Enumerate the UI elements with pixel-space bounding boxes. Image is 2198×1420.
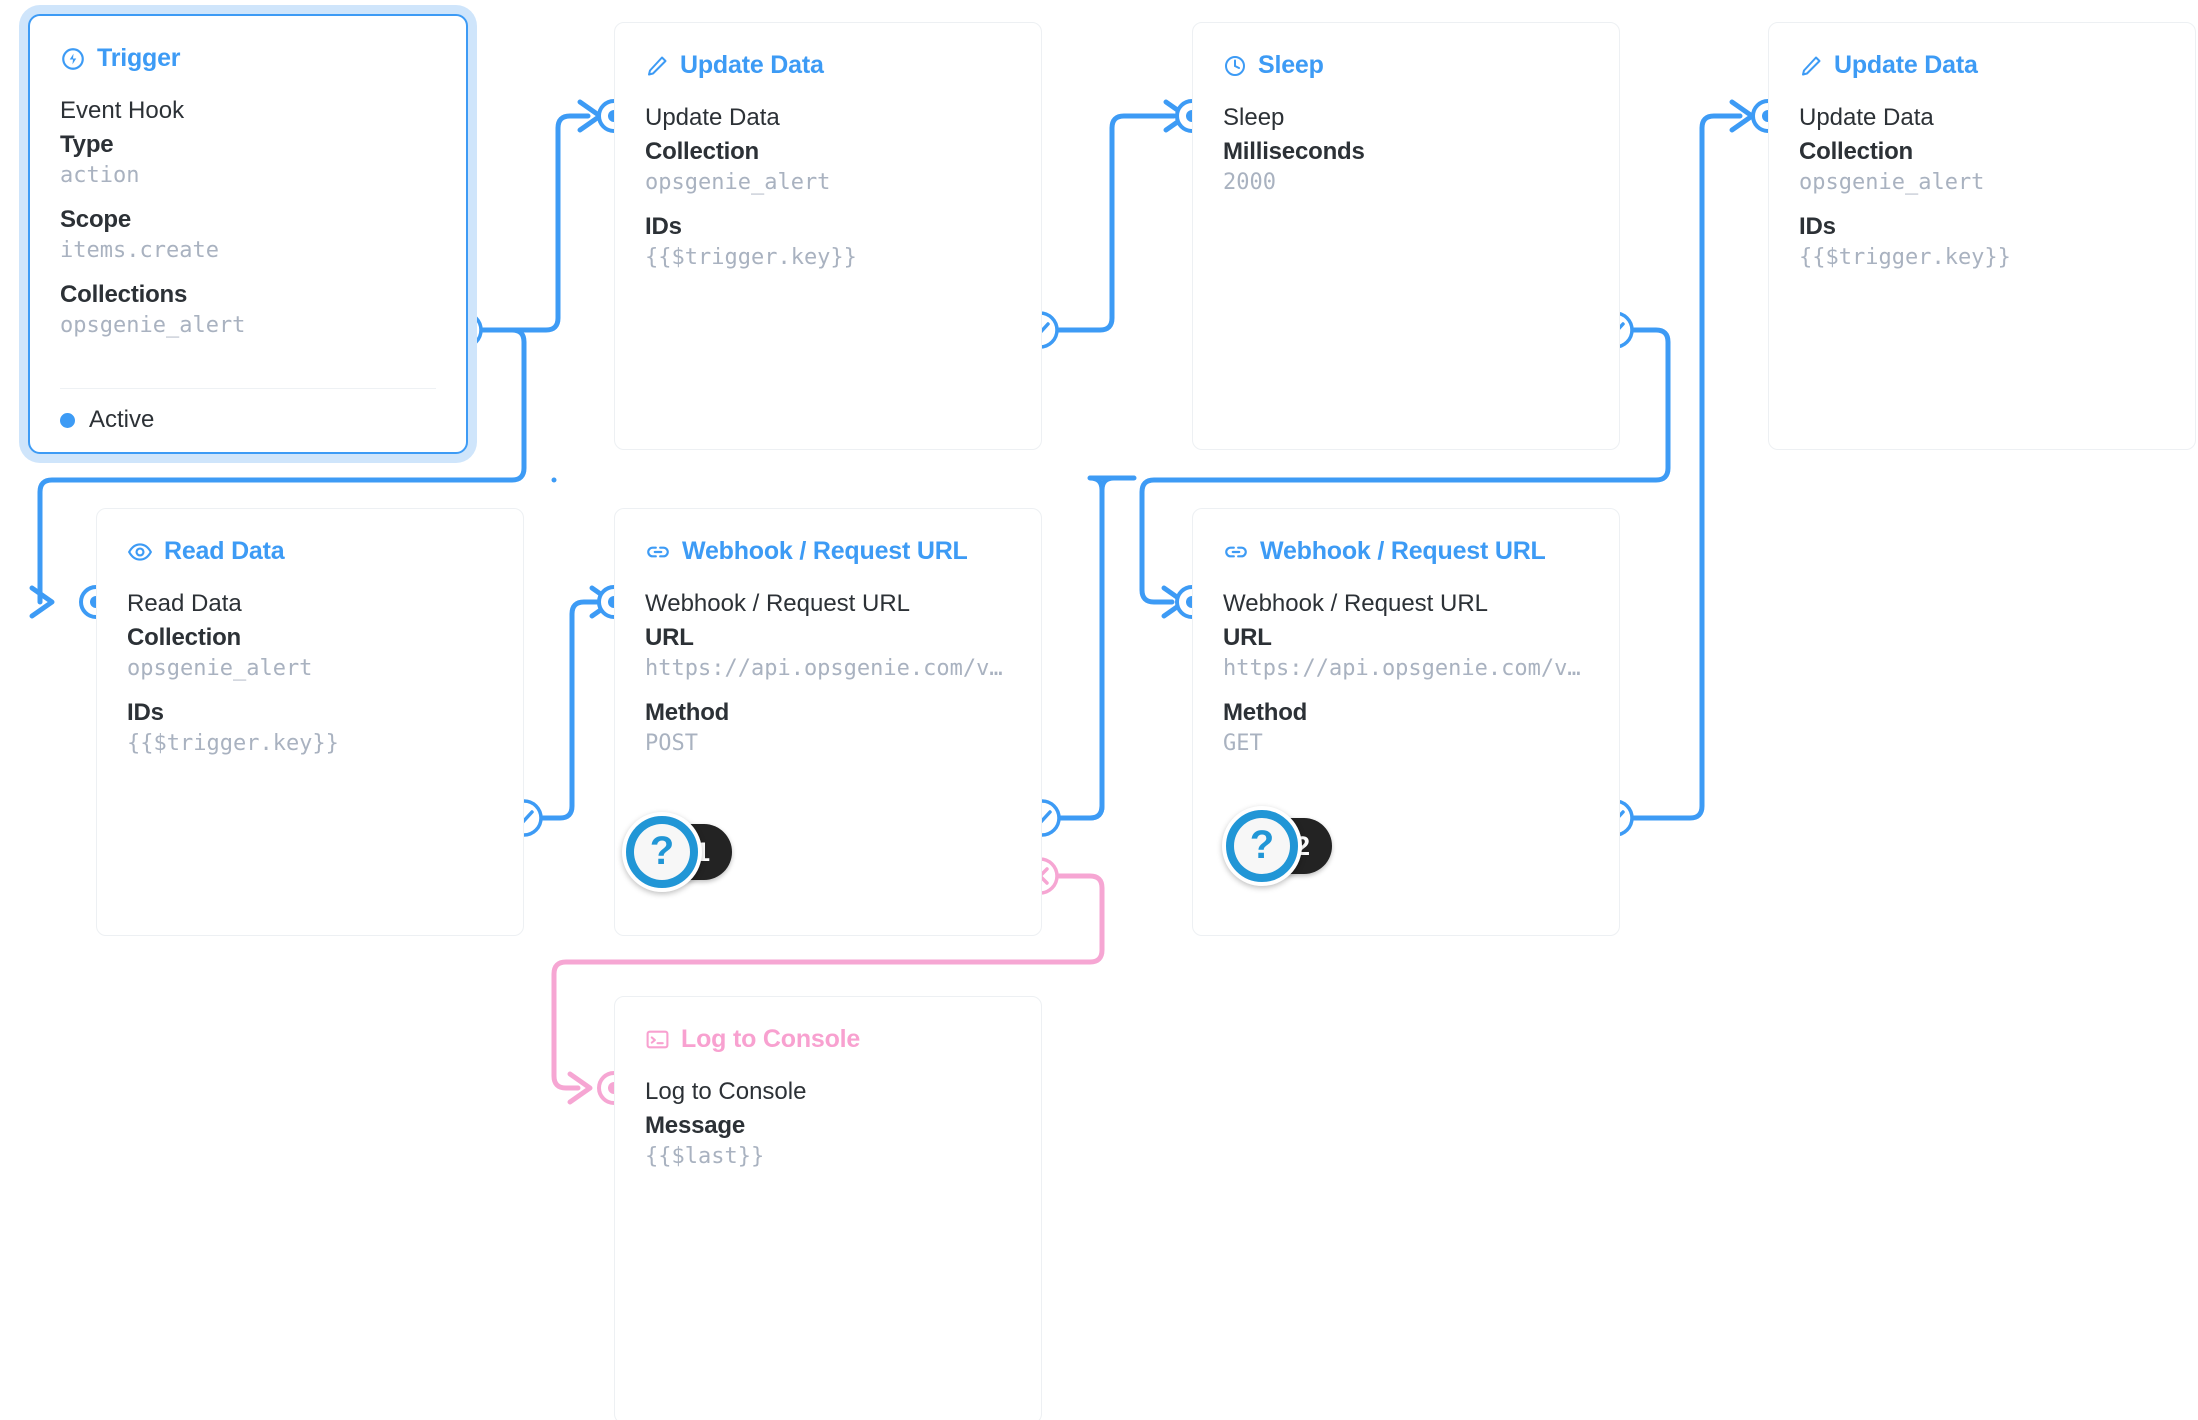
help-badge-1[interactable]: 1 ? (622, 812, 732, 892)
node-operation: Log to Console (645, 1078, 807, 1105)
eye-icon (127, 539, 153, 565)
field-value: https://api.opsgenie.com/v… (1223, 655, 1581, 681)
node-operation: Webhook / Request URL (645, 590, 911, 617)
field-value: {{$trigger.key}} (1799, 244, 2011, 270)
question-mark-icon[interactable]: ? (1222, 806, 1302, 886)
field-value: {{$trigger.key}} (645, 244, 857, 270)
pencil-icon (645, 54, 669, 78)
field-value: opsgenie_alert (645, 169, 831, 195)
field-value: 2000 (1223, 169, 1276, 195)
field-label: URL (645, 623, 694, 651)
field-label: Method (645, 698, 730, 726)
status-badge: Active (30, 389, 466, 434)
field-value: {{$last}} (645, 1143, 765, 1169)
node-read-data[interactable]: Read Data Read Data Collection opsgenie_… (96, 508, 524, 936)
node-operation: Sleep (1223, 104, 1285, 131)
node-operation: Update Data (645, 104, 780, 131)
pencil-icon (1799, 54, 1823, 78)
link-icon (1223, 539, 1249, 565)
node-update-data-2[interactable]: Update Data Update Data Collection opsge… (1768, 22, 2196, 450)
field-label: IDs (127, 698, 164, 726)
node-operation-trigger: Event Hook (60, 97, 185, 124)
field-label: Method (1223, 698, 1308, 726)
link-icon (645, 539, 671, 565)
node-title-webhook: Webhook / Request URL (1223, 537, 1589, 566)
node-operation: Read Data (127, 590, 242, 617)
field-label: Milliseconds (1223, 137, 1365, 165)
console-icon (645, 1027, 670, 1052)
node-title-trigger: Trigger (60, 44, 436, 73)
node-log-to-console[interactable]: Log to Console Log to Console Message {{… (614, 996, 1042, 1420)
help-badge-glyph: ? (1234, 818, 1290, 874)
field-value: items.create (60, 237, 219, 263)
node-sleep[interactable]: Sleep Sleep Milliseconds 2000 (1192, 22, 1620, 450)
status-dot-icon (60, 412, 75, 428)
field-value: opsgenie_alert (60, 312, 246, 338)
node-operation: Webhook / Request URL (1223, 590, 1489, 617)
field-value: POST (645, 730, 698, 756)
field-value: GET (1223, 730, 1263, 756)
node-title-log-to-console: Log to Console (645, 1025, 1011, 1054)
trigger-bolt-icon (60, 46, 86, 72)
field-label: IDs (645, 212, 682, 240)
field-value: {{$trigger.key}} (127, 730, 339, 756)
field-label: URL (1223, 623, 1272, 651)
node-title-sleep: Sleep (1223, 51, 1589, 80)
node-operation: Update Data (1799, 104, 1934, 131)
field-value: https://api.opsgenie.com/v… (645, 655, 1003, 681)
field-label: Type (60, 130, 114, 158)
question-mark-icon[interactable]: ? (622, 812, 702, 892)
node-title-update-data: Update Data (1799, 51, 2165, 80)
field-label: Collection (1799, 137, 1914, 165)
node-title-webhook: Webhook / Request URL (645, 537, 1011, 566)
clock-icon (1223, 54, 1247, 78)
field-value: action (60, 162, 140, 188)
node-trigger[interactable]: Trigger Event Hook Type action Scope ite… (28, 14, 468, 454)
status-label: Active (89, 406, 155, 433)
field-label: Message (645, 1111, 745, 1139)
node-update-data-1[interactable]: Update Data Update Data Collection opsge… (614, 22, 1042, 450)
node-title-read-data: Read Data (127, 537, 493, 566)
field-value: opsgenie_alert (1799, 169, 1985, 195)
field-value: opsgenie_alert (127, 655, 313, 681)
field-label: Collections (60, 280, 188, 308)
field-label: Scope (60, 205, 132, 233)
node-title-update-data: Update Data (645, 51, 1011, 80)
field-label: IDs (1799, 212, 1836, 240)
help-badge-glyph: ? (634, 824, 690, 880)
field-label: Collection (127, 623, 242, 651)
help-badge-2[interactable]: 2 ? (1222, 806, 1332, 886)
field-label: Collection (645, 137, 760, 165)
